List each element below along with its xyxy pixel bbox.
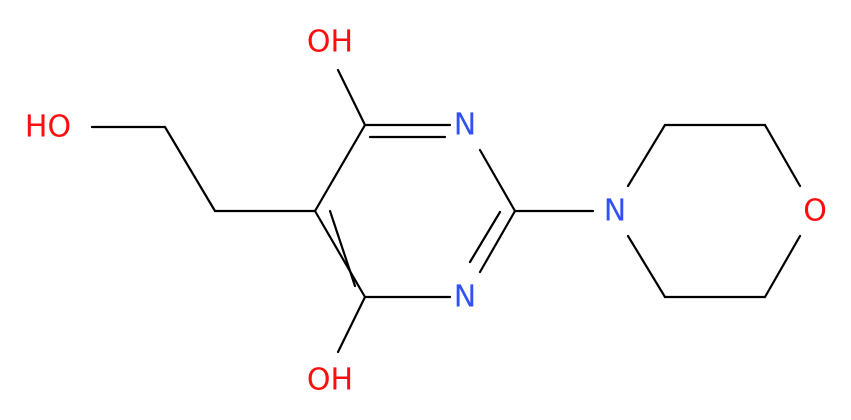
atom-oh-bottom: OH — [307, 363, 353, 398]
bond-o-ch2-bottom — [763, 234, 802, 299]
bond-c6-c5 — [313, 209, 367, 299]
bond-ch2-nmorph-bottom — [626, 234, 667, 299]
atom-n-morpholine: N — [604, 194, 626, 229]
bond-nmorph-ch2-top — [626, 123, 667, 188]
atom-oh-top: OH — [307, 25, 353, 60]
bond-c2-n1 — [478, 209, 517, 274]
atom-labels: OH OH HO N N N O — [25, 25, 827, 398]
bond-c4-oh — [336, 68, 367, 127]
bond-c5-c4 — [313, 123, 367, 213]
atom-n-ring-top: N — [454, 108, 476, 143]
atom-ho-left: HO — [25, 110, 71, 145]
bonds — [90, 68, 802, 354]
bond-c6-oh — [336, 295, 367, 354]
atom-n-ring-bottom: N — [454, 280, 476, 315]
atom-o-morpholine: O — [803, 194, 827, 229]
bond-ch2-ch2 — [163, 125, 217, 213]
bond-n3-c2 — [478, 148, 517, 213]
bond-ch2-o-top — [763, 123, 802, 188]
bond-c6-c5-double — [328, 209, 357, 288]
bond-c2-n1-double — [468, 210, 502, 264]
